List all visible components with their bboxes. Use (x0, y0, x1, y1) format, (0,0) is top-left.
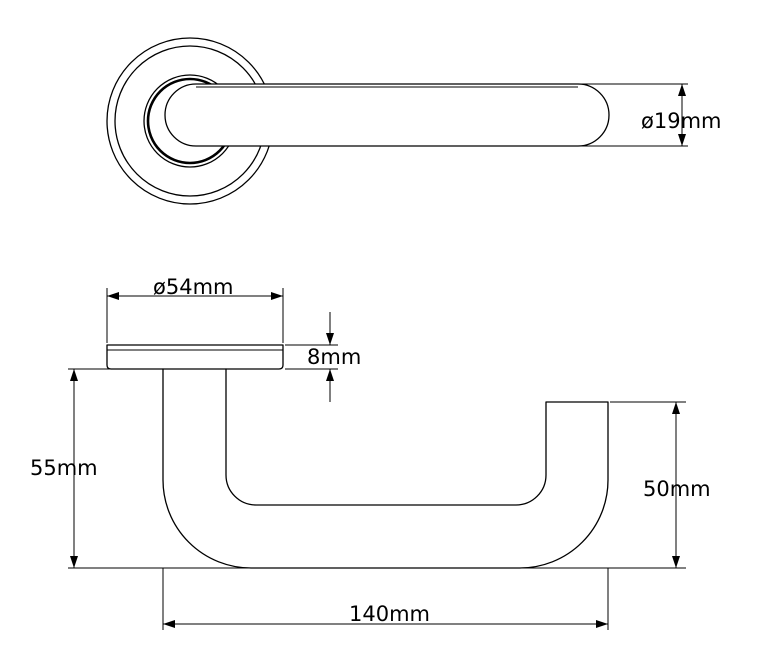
rose-thickness-dimension: 8mm (285, 312, 361, 402)
arrow-up (326, 369, 334, 381)
lever-outer-profile (162, 368, 609, 569)
arrow-left (107, 292, 119, 300)
total-height-dimension: 55mm (30, 368, 686, 569)
total-height-label: 55mm (30, 456, 98, 480)
rose-thickness-label: 8mm (307, 345, 361, 369)
rose-diameter-dimension: ø54mm (106, 275, 284, 343)
arrow-down (70, 556, 78, 568)
arrow-left (163, 620, 175, 628)
top-view (106, 37, 610, 205)
projection-length-label: 140mm (349, 602, 430, 626)
arrow-up (678, 84, 686, 96)
handle-diameter-label: ø19mm (641, 109, 721, 133)
arrow-up (672, 402, 680, 414)
projection-length-dimension: 140mm (162, 568, 609, 630)
lever-height-label: 50mm (643, 477, 711, 501)
arrow-down (672, 556, 680, 568)
side-view (106, 344, 609, 569)
lever-top-outline (164, 83, 610, 147)
arrow-right (271, 292, 283, 300)
handle-diameter-dimension: ø19mm (580, 83, 721, 147)
rose-plate-side (106, 344, 284, 370)
lever-height-dimension: 50mm (610, 401, 711, 568)
arrow-down (678, 134, 686, 146)
arrow-up (70, 369, 78, 381)
rose-diameter-label: ø54mm (153, 275, 233, 299)
arrow-right (596, 620, 608, 628)
arrow-down (326, 333, 334, 345)
